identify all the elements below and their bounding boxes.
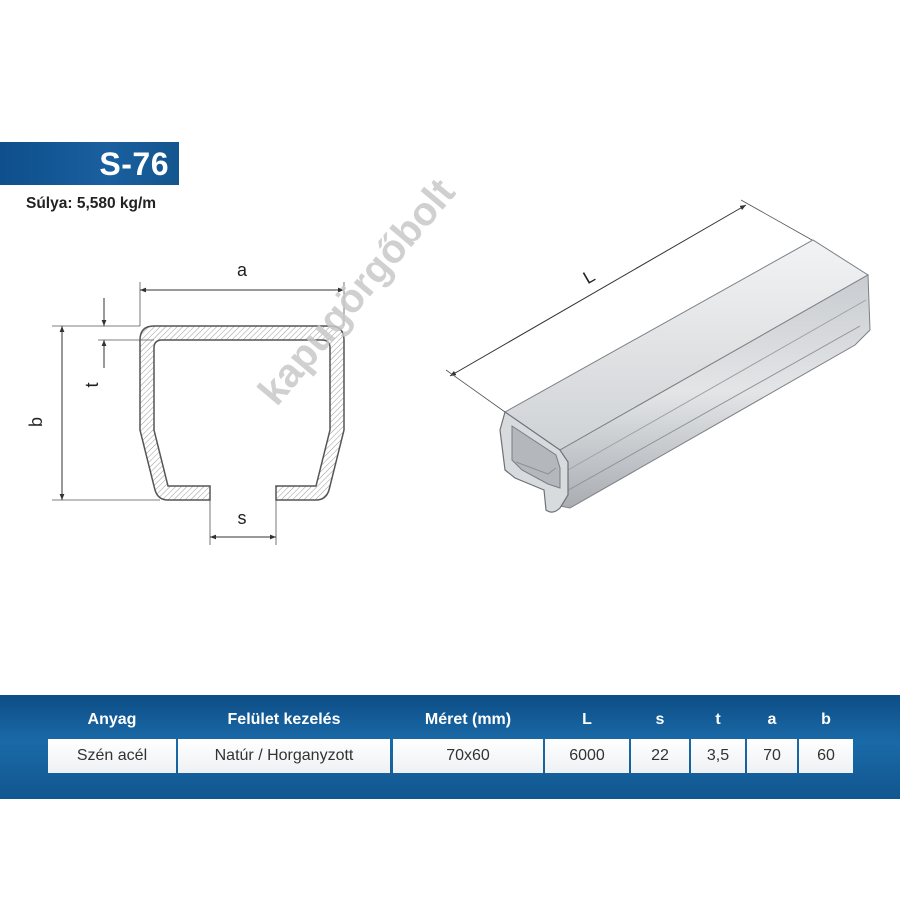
cell-s: 22 (631, 739, 689, 773)
cell-L: 6000 (545, 739, 629, 773)
dim-t-label: t (82, 382, 102, 387)
cell-t: 3,5 (691, 739, 745, 773)
spec-table: Anyag Felület kezelés Méret (mm) L s t a… (0, 695, 900, 799)
profile-3d: L (445, 199, 871, 513)
header-b: b (821, 711, 831, 728)
technical-drawing: a b t s L (26, 199, 871, 545)
header-t: t (715, 711, 721, 728)
dim-L-label: L (580, 266, 599, 288)
product-code: S-76 (99, 146, 169, 182)
title-band: S-76 (0, 142, 179, 185)
table-row: Szén acél Natúr / Horganyzott 70x60 6000… (0, 739, 900, 773)
header-felulet: Felület kezelés (227, 711, 341, 728)
header-a: a (767, 711, 777, 728)
dim-L-line (449, 204, 747, 377)
dim-b-label: b (26, 417, 46, 427)
cell-anyag: Szén acél (48, 739, 176, 773)
header-s: s (655, 711, 665, 728)
cross-section: a b t s (26, 260, 345, 545)
product-weight: Súlya: 5,580 kg/m (26, 195, 157, 212)
header-L: L (582, 711, 592, 728)
table-header: Anyag Felület kezelés Méret (mm) L s t a… (0, 711, 900, 733)
header-meret: Méret (mm) (424, 711, 512, 728)
header-anyag: Anyag (87, 711, 137, 728)
cell-felulet: Natúr / Horganyzott (178, 739, 390, 773)
cell-meret: 70x60 (393, 739, 543, 773)
cell-b: 60 (799, 739, 853, 773)
cell-a: 70 (747, 739, 797, 773)
profile-shape (139, 325, 345, 501)
dim-a-label: a (237, 260, 248, 280)
dim-s-label: s (238, 508, 247, 528)
